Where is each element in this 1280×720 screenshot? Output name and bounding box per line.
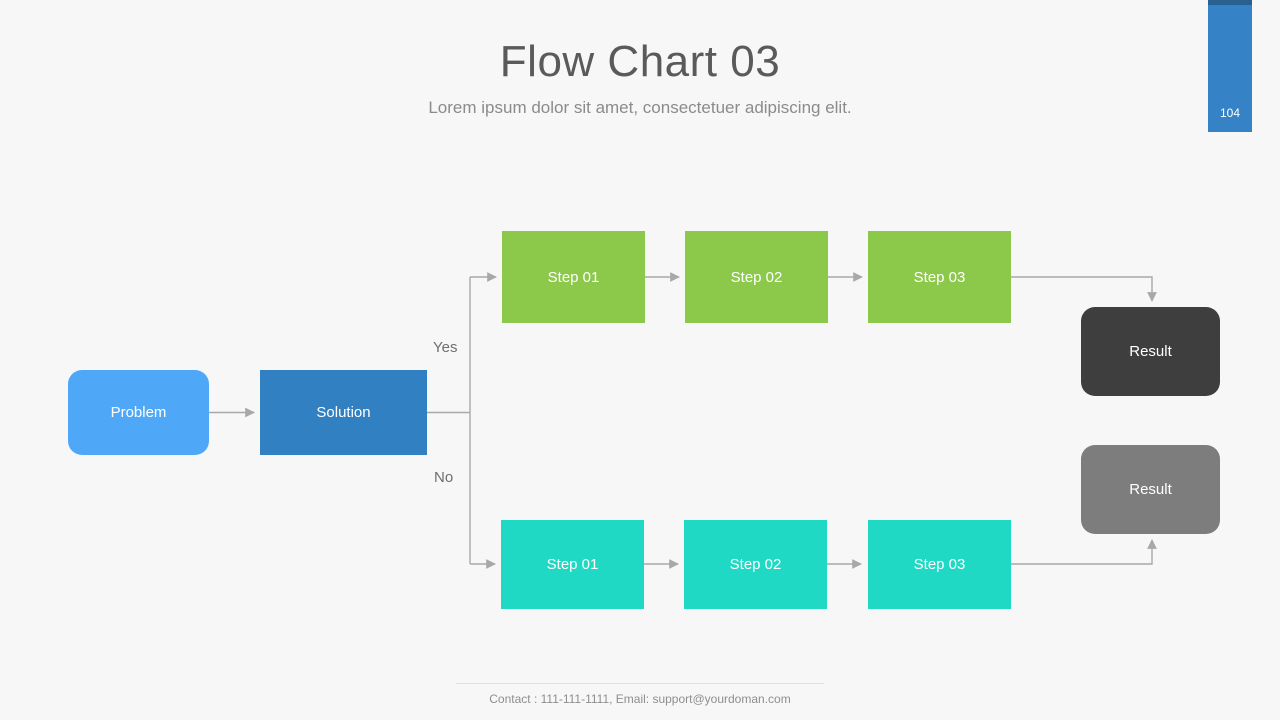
node-no-step-03[interactable]: Step 03 (868, 520, 1011, 609)
node-no-step-02[interactable]: Step 02 (684, 520, 827, 609)
node-problem[interactable]: Problem (68, 370, 209, 455)
branch-label-no: No (434, 469, 454, 486)
footer-contact: Contact : 111-111-1111, Email: support@y… (489, 692, 791, 706)
connector-green-step03-result (1011, 276, 1157, 302)
node-yes-step-01[interactable]: Step 01 (502, 231, 645, 323)
branch-label-yes: Yes (433, 339, 458, 356)
page-number-tab[interactable] (1208, 5, 1252, 132)
node-result-no[interactable]: Result (1081, 445, 1220, 534)
node-solution[interactable]: Solution (260, 370, 427, 455)
node-result-yes[interactable]: Result (1081, 307, 1220, 396)
page-subtitle: Lorem ipsum dolor sit amet, consectetuer… (428, 98, 852, 117)
connector-teal-step03-result (1011, 539, 1157, 565)
footer-divider (456, 683, 824, 684)
page-title: Flow Chart 03 (499, 37, 781, 86)
node-yes-step-02[interactable]: Step 02 (685, 231, 828, 323)
page-tab-shadow (1208, 0, 1252, 8)
page-number-label: 104 (1219, 106, 1241, 120)
node-no-step-01[interactable]: Step 01 (501, 520, 644, 609)
slide-header: Flow Chart 03 Lorem ipsum dolor sit amet… (0, 36, 1280, 120)
node-yes-step-03[interactable]: Step 03 (868, 231, 1011, 323)
